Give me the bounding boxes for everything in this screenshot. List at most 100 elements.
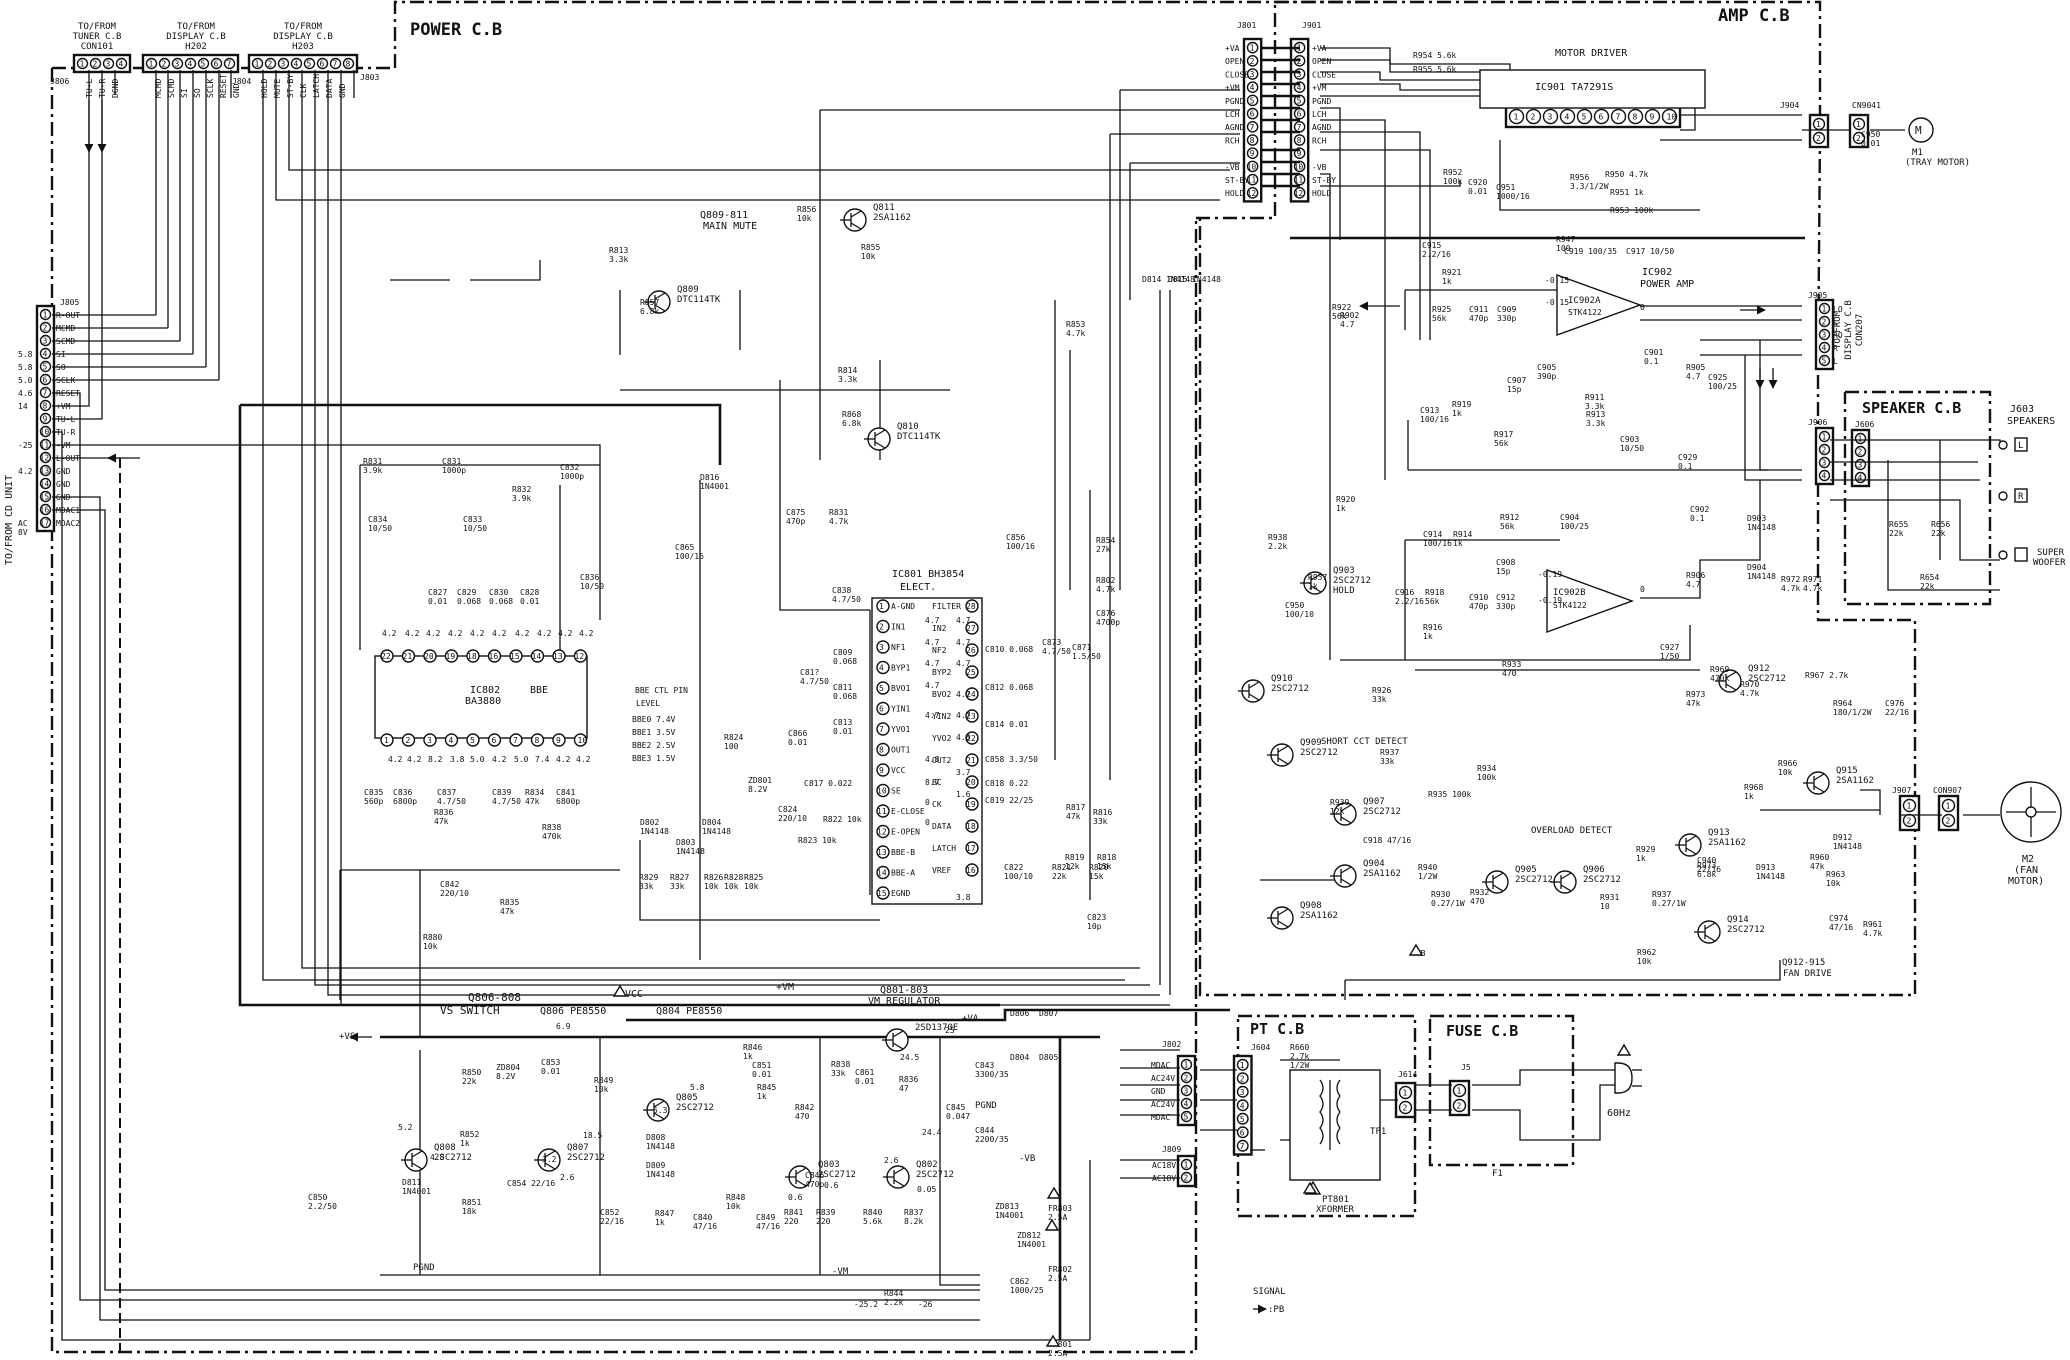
ic901-name: IC901 TA7291S [1535,82,1613,93]
j905-pins-pin-num: 4 [1822,344,1827,353]
voltage-label: 4.2 [558,629,573,638]
j803-pins-pin-num: 5 [307,60,312,69]
bbe-table-sub: LEVEL [636,699,660,708]
ic802-part: BA3880 [465,696,501,707]
header-disp3-l2: DISPLAY C.B [1844,300,1854,360]
j604-pins-pin-num: 6 [1240,1128,1245,1137]
component-label: C919 100/35 [1564,247,1617,256]
j904-pins-pin-num: 1 [1816,120,1821,129]
j803-pin-label: DATA [325,79,334,98]
ic801-pin-num: 23 [966,712,976,721]
j805-voltage: 5.8 [18,350,33,359]
pgnd-label-2: PGND [975,1101,997,1111]
ic801-pin-right: YVO2 [932,734,951,743]
voltage-label: 2.6 [884,1156,899,1165]
j803-pin-label: GND [338,83,347,98]
q806-808-label: Q806-808 [468,991,521,1004]
j901-pins-pin-num: 10 [1294,162,1304,171]
component-label: C854 22/16 [507,1179,555,1188]
ic801-pin-num: 25 [966,668,976,677]
component-label: D806 [1010,1009,1029,1018]
ic801-pin-left: NF1 [891,643,906,652]
j801-pins-pin-num: 11 [1247,176,1257,185]
voltage-label: 4.2 [448,629,463,638]
j801-pins-pin-num: 1 [1250,44,1255,53]
j805-pin-label: GND [56,480,71,489]
voltage-label: 25 [945,1026,955,1035]
component-label: D814 1N4148 [1142,275,1195,284]
j809-pins: 12 [1176,1154,1197,1188]
j801-pins-pin-num: 4 [1250,83,1255,92]
ic801-pin-right: LATCH [932,844,956,853]
voltage-label: 8.2 [428,755,443,764]
j804-pin-label: SCMD [167,79,176,98]
ic801-pin-num: 8 [879,746,884,755]
j905-pins-pin-num: 5 [1822,357,1827,366]
j604-pins-pin-num: 3 [1240,1088,1245,1097]
voltage-label: 1.6 [956,790,971,799]
component-label: R935 100k [1428,790,1472,799]
ic901-pins-pin-num: 8 [1633,113,1638,122]
j901-pins-pin-num: 2 [1297,57,1302,66]
j809-pins-pin-num: 2 [1184,1174,1189,1183]
j802-pin-label: MDAC [1151,1061,1170,1070]
voltage-label: 5.0 [514,755,529,764]
j801-pins-pin-num: 8 [1250,136,1255,145]
j5-pins: 12 [1448,1079,1471,1117]
ic801-pin-num: 15 [877,889,887,898]
ic801-pin-left: IN1 [891,623,906,632]
ic801-pin-right: VREF [932,866,951,875]
voltage-label: 4.8 [925,755,940,764]
j805-pins-pin-num: 10 [40,428,50,437]
header-disp1-l3: H202 [185,42,207,52]
conn-j805: J805 [60,298,79,307]
voltage-label: 5.2 [398,1123,413,1132]
voltage-label: 4.7 [956,616,971,625]
header-tuner-l3: CON101 [81,42,114,52]
j805-voltage: 14 [18,402,28,411]
conn-j809: J809 [1162,1145,1181,1154]
ic801-pin-num: 12 [877,828,887,837]
